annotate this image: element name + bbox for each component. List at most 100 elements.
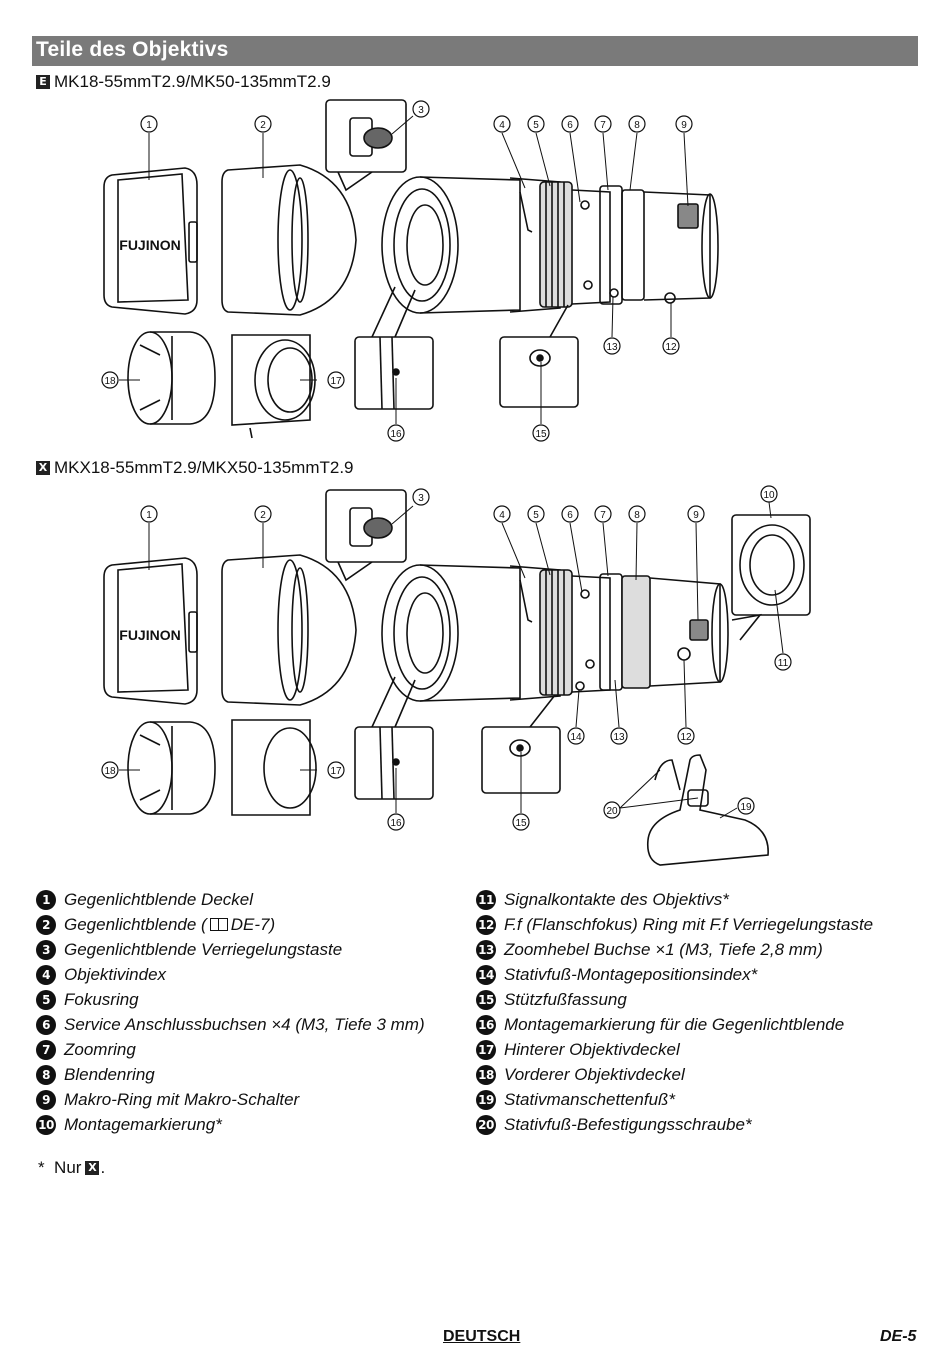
part-item: 2 Gegenlichtblende ( DE-7) — [36, 912, 425, 937]
model-name-e: MK18-55mmT2.9/MK50-135mmT2.9 — [54, 72, 331, 91]
part-item: 4 Objektivindex — [36, 962, 425, 987]
part-label: Stativfuß-Befestigungsschraube* — [504, 1114, 752, 1134]
svg-text:16: 16 — [390, 429, 402, 440]
svg-text:3: 3 — [418, 493, 424, 504]
part-label: Hinterer Objektivdeckel — [504, 1039, 680, 1059]
svg-text:15: 15 — [535, 429, 547, 440]
svg-text:10: 10 — [763, 490, 775, 501]
part-item: 5 Fokusring — [36, 987, 425, 1012]
section-title-bar: Teile des Objektivs — [32, 36, 918, 66]
part-number: 8 — [36, 1064, 56, 1085]
part-label: Blendenring — [64, 1064, 155, 1084]
svg-text:13: 13 — [613, 732, 625, 743]
svg-text:1: 1 — [146, 510, 152, 521]
svg-text:17: 17 — [330, 766, 342, 777]
part-label: Gegenlichtblende Deckel — [64, 889, 254, 909]
part-number: 13 — [476, 939, 496, 960]
svg-text:6: 6 — [567, 120, 573, 131]
svg-text:8: 8 — [634, 510, 640, 521]
part-reference: DE-7) — [230, 914, 276, 934]
part-number: 11 — [476, 889, 496, 910]
svg-text:12: 12 — [680, 732, 692, 743]
model-line-e: E MK18-55mmT2.9/MK50-135mmT2.9 — [36, 72, 331, 92]
footnote-text: * Nur — [38, 1158, 82, 1177]
part-number: 5 — [36, 989, 56, 1010]
model-line-x: X MKX18-55mmT2.9/MKX50-135mmT2.9 — [36, 458, 354, 478]
part-item: 16 Montagemarkierung für die Gegenlichtbl… — [476, 1012, 873, 1037]
model-badge-x: X — [36, 461, 50, 475]
svg-text:5: 5 — [533, 510, 539, 521]
svg-text:14: 14 — [570, 732, 582, 743]
part-number: 9 — [36, 1089, 56, 1110]
part-label: Objektivindex — [64, 964, 167, 984]
svg-text:18: 18 — [104, 766, 116, 777]
svg-text:3: 3 — [418, 105, 424, 116]
svg-text:7: 7 — [600, 120, 606, 131]
svg-text:13: 13 — [606, 342, 618, 353]
part-label: Stativfuß-Montagepositionsindex* — [504, 964, 758, 984]
part-label: Makro-Ring mit Makro-Schalter — [64, 1089, 300, 1109]
part-number: 4 — [36, 964, 56, 985]
part-number: 16 — [476, 1014, 496, 1035]
part-number: 1 — [36, 889, 56, 910]
part-item: 9 Makro-Ring mit Makro-Schalter — [36, 1087, 425, 1112]
svg-text:2: 2 — [260, 510, 266, 521]
svg-text:20: 20 — [606, 806, 618, 817]
footer-page-number: DE-5 — [880, 1328, 917, 1345]
part-item: 1 Gegenlichtblende Deckel — [36, 887, 425, 912]
part-number: 18 — [476, 1064, 496, 1085]
part-label: Montagemarkierung* — [64, 1114, 222, 1134]
part-label: Zoomhebel Buchse ×1 (M3, Tiefe 2,8 mm) — [504, 939, 823, 959]
svg-text:2: 2 — [260, 120, 266, 131]
part-item: 12 F.f (Flanschfokus) Ring mit F.f Verrie… — [476, 912, 873, 937]
model-name-x: MKX18-55mmT2.9/MKX50-135mmT2.9 — [54, 458, 354, 477]
part-number: 6 — [36, 1014, 56, 1035]
part-label: Montagemarkierung für die Gegenlichtblen… — [504, 1014, 845, 1034]
part-label: F.f (Flanschfokus) Ring mit F.f Verriege… — [504, 914, 874, 934]
svg-text:12: 12 — [665, 342, 677, 353]
brand-logo-e: FUJINON — [119, 237, 180, 253]
part-item: 11 Signalkontakte des Objektivs* — [476, 887, 873, 912]
parts-list-left: 1 Gegenlichtblende Deckel 2 Gegenlichtblen… — [36, 887, 425, 1137]
part-item: 17 Hinterer Objektivdeckel — [476, 1037, 873, 1062]
part-number: 19 — [476, 1089, 496, 1110]
svg-text:4: 4 — [499, 120, 505, 131]
part-item: 18 Vorderer Objektivdeckel — [476, 1062, 873, 1087]
svg-text:15: 15 — [515, 818, 527, 829]
part-number: 3 — [36, 939, 56, 960]
part-label: Gegenlichtblende ( — [64, 914, 207, 934]
part-item: 8 Blendenring — [36, 1062, 425, 1087]
part-number: 17 — [476, 1039, 496, 1060]
part-number: 20 — [476, 1114, 496, 1135]
model-badge-e: E — [36, 75, 50, 89]
footnote: * Nur X . — [38, 1158, 105, 1178]
part-label: Fokusring — [64, 989, 139, 1009]
part-number: 14 — [476, 964, 496, 985]
svg-text:11: 11 — [778, 658, 789, 669]
part-label: Stativmanschettenfuß* — [504, 1089, 676, 1109]
svg-text:9: 9 — [693, 510, 699, 521]
part-number: 2 — [36, 914, 56, 935]
part-item: 13 Zoomhebel Buchse ×1 (M3, Tiefe 2,8 mm) — [476, 937, 873, 962]
part-label: Service Anschlussbuchsen ×4 (M3, Tiefe 3… — [64, 1014, 425, 1034]
section-title: Teile des Objektivs — [36, 38, 229, 61]
part-item: 6 Service Anschlussbuchsen ×4 (M3, Tiefe … — [36, 1012, 425, 1037]
part-number: 15 — [476, 989, 496, 1010]
footnote-badge: X — [85, 1161, 100, 1175]
svg-text:18: 18 — [104, 376, 116, 387]
svg-text:1: 1 — [146, 120, 152, 131]
part-number: 7 — [36, 1039, 56, 1060]
brand-logo-x: FUJINON — [119, 627, 180, 643]
svg-text:8: 8 — [634, 120, 640, 131]
part-label: Signalkontakte des Objektivs* — [504, 889, 729, 909]
part-number: 12 — [476, 914, 496, 935]
part-label: Vorderer Objektivdeckel — [504, 1064, 685, 1084]
svg-text:17: 17 — [330, 376, 342, 387]
part-item: 20 Stativfuß-Befestigungsschraube* — [476, 1112, 873, 1137]
